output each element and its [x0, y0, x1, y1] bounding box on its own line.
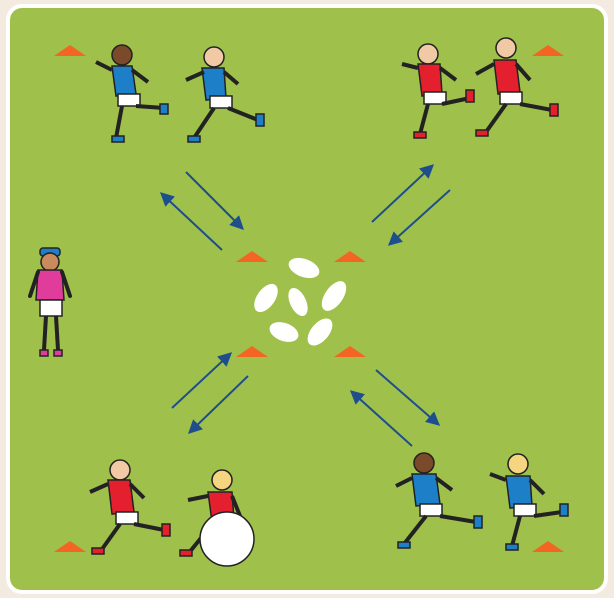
player-red-sw-1	[89, 459, 171, 555]
cone-nw-inner	[236, 251, 268, 262]
ball	[288, 287, 308, 317]
arrows	[159, 164, 451, 447]
player-blue-se-2	[489, 453, 569, 551]
cone-sw-inner	[236, 346, 268, 357]
ball	[269, 322, 299, 342]
player-blue-nw-2	[185, 46, 265, 143]
cone-se-inner	[334, 346, 366, 357]
player-blue-nw-1	[95, 44, 169, 143]
arrow-nw-out	[159, 192, 223, 251]
arrow-sw-in	[187, 375, 249, 434]
ball	[321, 281, 347, 311]
big-ball	[199, 511, 255, 567]
ball	[254, 283, 278, 313]
arrow-ne-in	[387, 189, 451, 246]
arrow-se-in	[375, 369, 441, 426]
ball	[288, 257, 320, 279]
player-red-ne-2	[475, 37, 559, 137]
cone-ne-inner	[334, 251, 366, 262]
cone-sw-outer	[54, 541, 86, 552]
coach	[28, 247, 72, 357]
ball-pile	[254, 257, 347, 346]
player-red-ne-1	[401, 43, 475, 139]
arrow-sw-out	[171, 352, 233, 409]
ball	[307, 318, 333, 346]
player-blue-se-1	[395, 452, 483, 549]
cone-se-outer	[532, 541, 564, 552]
arrow-nw-in	[185, 171, 244, 230]
cone-nw-outer	[54, 45, 86, 56]
cones	[54, 45, 564, 552]
cone-ne-outer	[532, 45, 564, 56]
arrow-se-out	[349, 390, 413, 447]
arrow-ne-out	[371, 164, 435, 223]
pitch	[6, 4, 608, 594]
